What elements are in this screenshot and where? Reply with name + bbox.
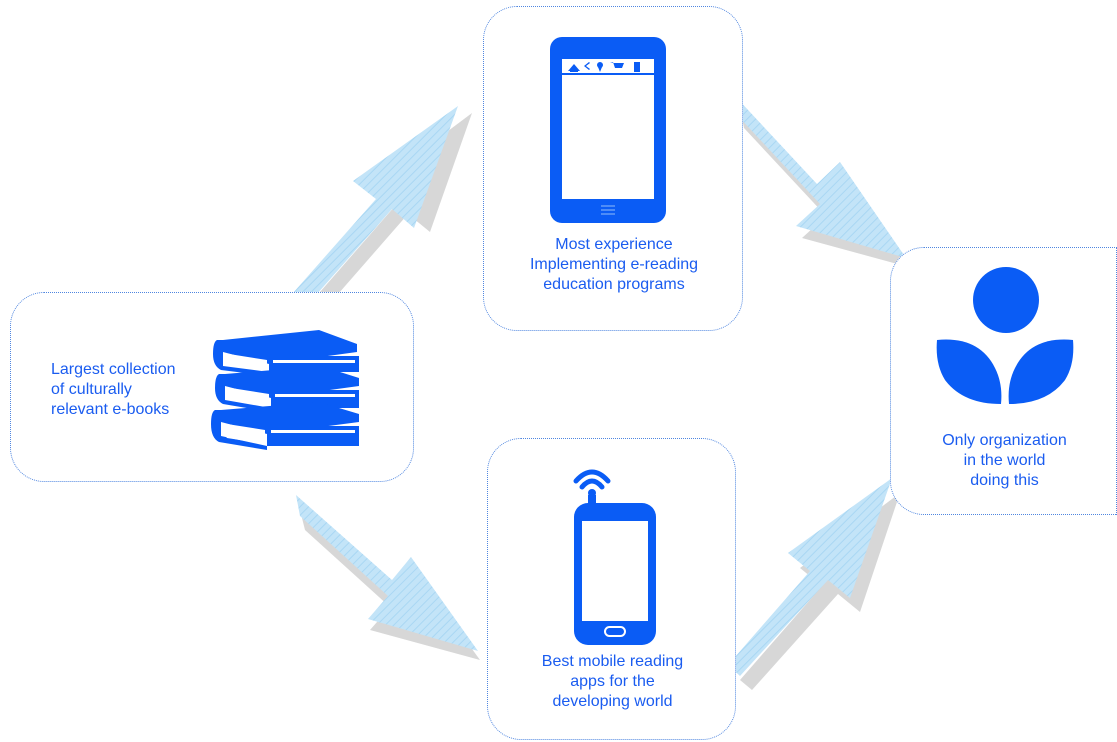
- node-experience-line-2: Implementing e-reading: [529, 256, 699, 273]
- arrow-ebooks-to-experience: [293, 106, 472, 309]
- node-ebooks-line-3: relevant e-books: [51, 401, 170, 418]
- mobile-phone-signal-icon: [573, 469, 656, 645]
- node-organization-label: Only organization in the world doing thi…: [891, 431, 1117, 491]
- node-apps-line-3: developing world: [552, 693, 673, 710]
- node-ebooks-line-1: Largest collection: [51, 361, 176, 378]
- node-organization-line-1: Only organization: [942, 432, 1067, 449]
- node-ebooks-line-2: of culturally: [51, 381, 132, 398]
- worldreader-logo-icon: [936, 267, 1074, 404]
- node-ebooks: Largest collection of culturally relevan…: [10, 292, 414, 482]
- node-organization: Only organization in the world doing thi…: [890, 247, 1117, 515]
- node-organization-line-2: in the world: [963, 452, 1046, 469]
- arrow-apps-to-organization: [728, 478, 900, 690]
- node-apps: Best mobile reading apps for the develop…: [487, 438, 736, 740]
- tablet-icon: [550, 37, 666, 223]
- node-experience-line-1: Most experience: [555, 236, 673, 253]
- node-apps-line-2: apps for the: [570, 673, 655, 690]
- arrow-ebooks-to-apps: [296, 495, 480, 660]
- node-ebooks-label: Largest collection of culturally relevan…: [51, 360, 176, 420]
- node-apps-line-1: Best mobile reading: [541, 653, 684, 670]
- books-stack-icon: [211, 330, 359, 450]
- node-apps-label: Best mobile reading apps for the develop…: [488, 652, 737, 712]
- node-experience-label: Most experience Implementing e-reading e…: [484, 235, 744, 295]
- arrow-experience-to-organization: [735, 96, 912, 268]
- node-experience-line-3: education programs: [543, 276, 685, 293]
- node-organization-line-3: doing this: [970, 472, 1039, 489]
- node-experience: Most experience Implementing e-reading e…: [483, 6, 743, 331]
